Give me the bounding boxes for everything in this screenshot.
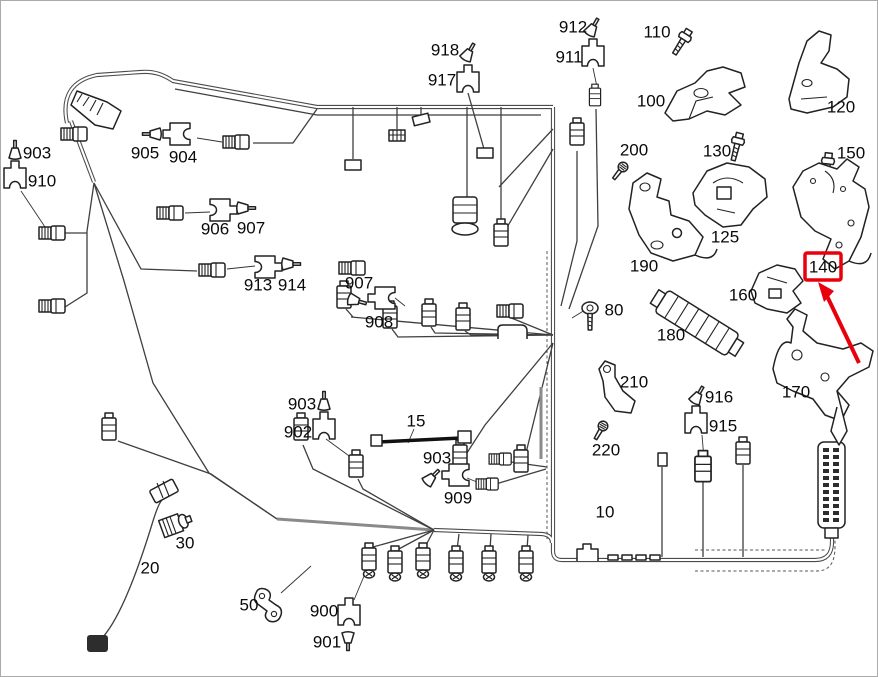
part-label-915: 915 [708, 416, 738, 436]
part-label-10: 10 [595, 502, 615, 522]
corrugated-elbow [70, 90, 122, 130]
harness-wires [63, 92, 744, 642]
part-label-901: 901 [312, 632, 342, 652]
part-label-908: 908 [364, 312, 394, 332]
part-label-907a: 907 [236, 218, 266, 238]
part-170-bracket [772, 308, 874, 446]
highlight-box [803, 251, 843, 282]
part-180-module [649, 288, 745, 358]
highlight-arrowhead [818, 282, 834, 302]
part-label-903b: 903 [287, 394, 317, 414]
part-label-190: 190 [629, 256, 659, 276]
part-label-30: 30 [175, 533, 195, 553]
part-label-916: 916 [704, 387, 734, 407]
part-label-909: 909 [443, 488, 473, 508]
part-210-bracket [598, 360, 636, 414]
highlight-part-140 [803, 251, 861, 364]
part-label-160: 160 [728, 285, 758, 305]
part-190-bracket [628, 172, 718, 262]
part-label-906: 906 [200, 219, 230, 239]
part-label-910: 910 [27, 171, 57, 191]
harness-connectors [38, 83, 751, 581]
part-label-900: 900 [309, 601, 339, 621]
part-label-913: 913 [243, 275, 273, 295]
highlight-arrow [825, 295, 861, 364]
part-100-bracket [664, 66, 746, 122]
part-label-903c: 903 [422, 448, 452, 468]
screw-icon [609, 159, 631, 183]
part-label-180: 180 [656, 325, 686, 345]
fastener-icons [581, 26, 837, 443]
part-label-902: 902 [283, 422, 313, 442]
part-20-harness [87, 478, 179, 652]
part-50-bracket [253, 587, 283, 623]
part-label-50: 50 [239, 595, 259, 615]
part-label-918: 918 [430, 40, 460, 60]
part-label-80: 80 [604, 300, 624, 320]
part-160-bracket [750, 264, 804, 314]
part-label-903a: 903 [22, 143, 52, 163]
blind-plug-icon [8, 139, 22, 160]
bracket-icons [598, 30, 874, 446]
part-label-100: 100 [636, 91, 666, 111]
part-label-150: 150 [836, 143, 866, 163]
part-label-125: 125 [710, 227, 740, 247]
harness-main-trunk [63, 69, 836, 572]
connector-housing-icon [3, 160, 27, 189]
part-label-905: 905 [130, 143, 160, 163]
part-label-914: 914 [277, 275, 307, 295]
part-label-140: 140 [808, 257, 838, 277]
part-125-bracket [692, 162, 768, 228]
part-label-15: 15 [406, 411, 426, 431]
part-120-bracket [788, 30, 850, 114]
part-30-plug [157, 513, 193, 539]
cam-sensor-connector [451, 196, 479, 236]
part-label-210: 210 [619, 372, 649, 392]
part-label-912: 912 [558, 17, 588, 37]
part-label-110: 110 [643, 22, 671, 42]
part-label-904: 904 [168, 147, 198, 167]
part-label-917: 917 [427, 70, 457, 90]
part-label-220: 220 [591, 440, 621, 460]
part-label-911: 911 [555, 47, 583, 67]
part-140-bracket [792, 158, 872, 270]
bolt-icon [668, 26, 696, 59]
part-label-120: 120 [826, 97, 856, 117]
part-15-cable [370, 430, 472, 447]
part-label-200: 200 [619, 140, 649, 160]
part-label-907b: 907 [344, 273, 374, 293]
part-label-130: 130 [702, 141, 732, 161]
part-label-170: 170 [781, 382, 811, 402]
multi-pin-connector-icon [817, 441, 846, 539]
part-label-20: 20 [140, 558, 160, 578]
